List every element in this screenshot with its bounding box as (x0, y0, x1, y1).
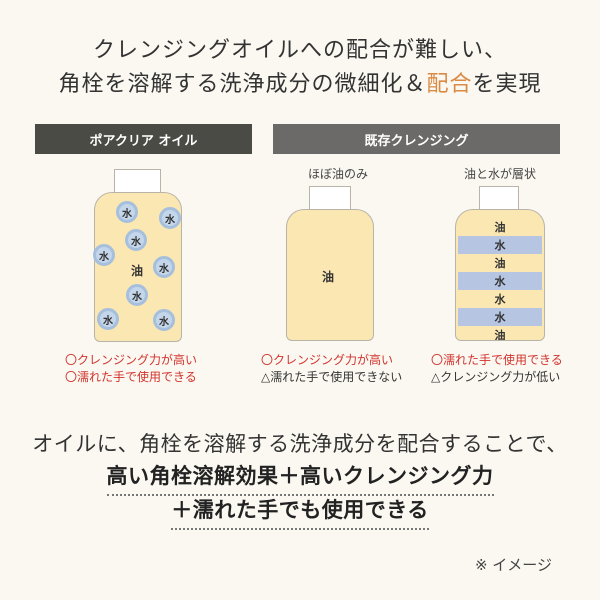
image-note: ※ イメージ (474, 556, 552, 574)
note-left-2: 〇濡れた手で使用できる (65, 370, 197, 384)
layer-water: 水 (458, 308, 542, 326)
summary-benefit-1: 高い角栓溶解効果＋高いクレンジング力 (0, 460, 600, 496)
layer-oil: 油 (458, 218, 542, 236)
bottle-cap (309, 186, 351, 211)
layer-water: 水 (458, 236, 542, 254)
headline-line-1: クレンジングオイルへの配合が難しい、 (92, 38, 507, 63)
water-bubble: 水 (159, 207, 181, 229)
water-bubble: 水 (125, 229, 147, 251)
water-bubble: 水 (153, 309, 175, 331)
water-bubble: 水 (126, 284, 148, 306)
water-bubble: 水 (116, 201, 138, 223)
note-left-1: 〇クレンジング力が高い (65, 353, 198, 367)
bottle-body: 油 水 油 水 水 水 油 (455, 209, 545, 341)
layer-oil: 油 (458, 326, 542, 340)
summary-intro: オイルに、角栓を溶解する洗浄成分を配合することで、 (32, 432, 568, 456)
note-right-1: 〇濡れた手で使用できる (431, 353, 563, 367)
water-bubble: 水 (153, 256, 175, 278)
headline-accent: 配合 (426, 72, 473, 97)
layer-water: 水 (458, 272, 542, 290)
sublabel-layered: 油と水が層状 (463, 167, 536, 181)
oil-label: 油 (322, 270, 335, 284)
layer-oil: 油 (458, 254, 542, 272)
sublabel-mostly-oil: ほぼ油のみ (307, 167, 368, 181)
water-bubble: 水 (97, 308, 119, 330)
summary-benefit-2-text: ＋濡れた手でも使用できる (171, 494, 429, 530)
headline-line-2-suffix: を実現 (472, 72, 542, 97)
layer-oil: 水 (458, 290, 542, 308)
label-poreclear-oil: ポアクリア オイル (35, 124, 252, 154)
headline: クレンジングオイルへの配合が難しい、 角栓を溶解する洗浄成分の微細化＆配合を実現 (0, 34, 600, 102)
headline-line-2-prefix: 角栓を溶解する洗浄成分の微細化＆ (58, 72, 427, 97)
note-mid-1: 〇クレンジング力が高い (261, 353, 394, 367)
summary-benefit-2: ＋濡れた手でも使用できる (0, 494, 600, 530)
water-bubble: 水 (93, 244, 115, 266)
bottle-body (286, 209, 374, 341)
note-mid-2: △濡れた手で使用できない (261, 370, 403, 384)
summary-benefit-1-text: 高い角栓溶解効果＋高いクレンジング力 (106, 460, 494, 496)
bottle-cap (479, 186, 519, 211)
oil-label: 油 (131, 264, 144, 278)
headline-line-2: 角栓を溶解する洗浄成分の微細化＆配合を実現 (0, 68, 600, 102)
bottle-cap (114, 169, 161, 193)
label-existing-cleansing: 既存クレンジング (273, 124, 560, 154)
note-right-2: △クレンジング力が低い (431, 370, 561, 384)
